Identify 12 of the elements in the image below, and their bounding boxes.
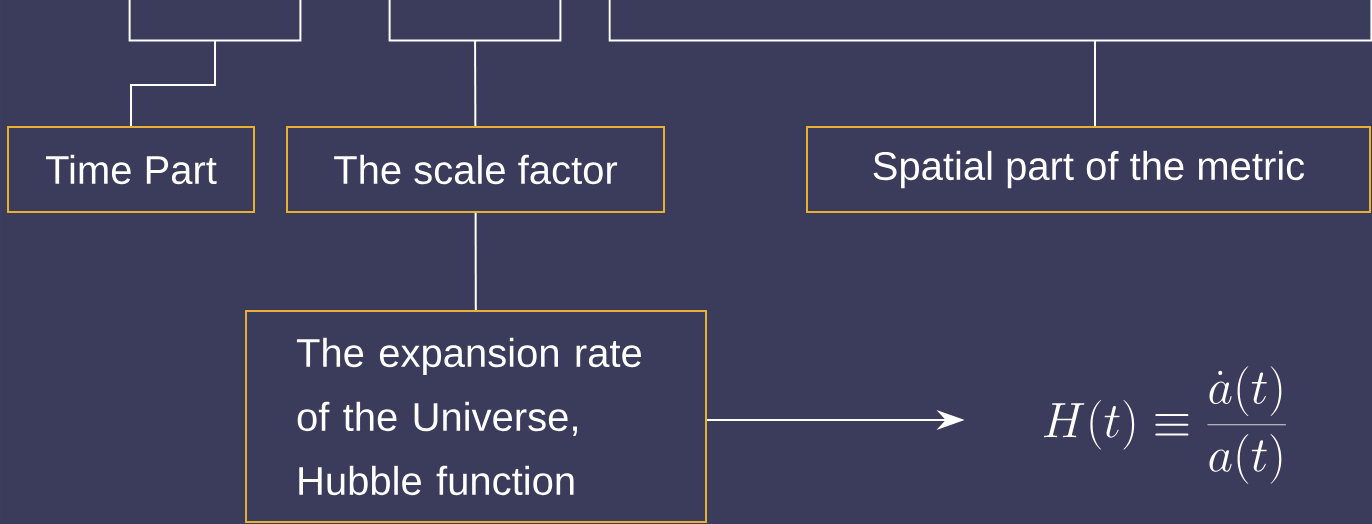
connector-line (130, 39, 216, 127)
formula: $H(t) \equiv \frac{\dot{a}(t)}{a(t)}$ (1044, 366, 1286, 484)
bracket (608, 0, 1372, 42)
text-box: Spatial part of the metric (806, 126, 1371, 213)
connector-line (1094, 39, 1096, 127)
bracket (388, 0, 562, 42)
connector-line (474, 39, 477, 127)
text-box: The scale factor (286, 126, 665, 213)
connector-line (474, 212, 477, 311)
text-box: Time Part (7, 126, 255, 213)
text-box: The expansion rate of the Universe, Hubble function (245, 310, 707, 523)
bracket (128, 0, 302, 42)
